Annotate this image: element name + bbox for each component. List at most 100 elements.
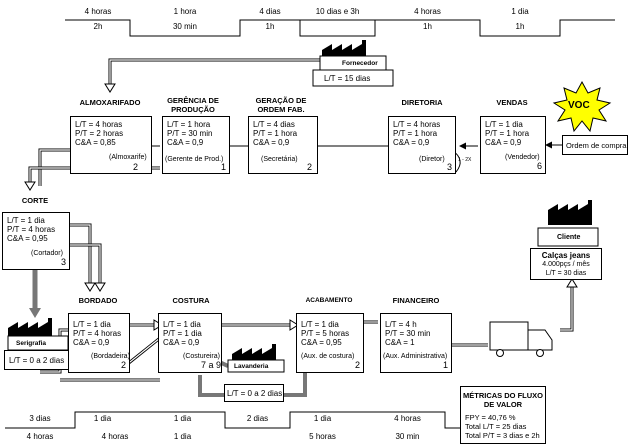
top-timeline-upper-4: 10 dias e 3h (315, 7, 360, 16)
top-timeline-upper-6: 1 dia (511, 7, 529, 16)
almoxarifado-ca: C&A = 0,85 (75, 138, 116, 147)
gerencia-pt: P/T = 30 min (167, 129, 213, 138)
diretoria-ca: C&A = 0,9 (393, 138, 430, 147)
gerencia-operators: 1 (221, 162, 227, 172)
almoxarifado-box: L/T = 4 horas P/T = 2 horas C&A = 0,85 (… (70, 116, 152, 174)
gerencia-role: (Gerente de Prod.) (165, 156, 224, 163)
corte-title: CORTE (21, 196, 49, 205)
costura-lt: L/T = 1 dia (163, 320, 201, 329)
financeiro-operators: 1 (443, 360, 449, 370)
vendas-ca: C&A = 0,9 (485, 138, 522, 147)
vendas-title: VENDAS (496, 98, 528, 107)
vendas-role: (Vendedor) (505, 154, 540, 161)
ordem-de-compra-box: Ordem de compra (562, 135, 628, 155)
acabamento-ca: C&A = 0,95 (301, 338, 342, 347)
metricas-box: MÉTRICAS DO FLUXO DE VALOR FPY = 40,76 %… (460, 386, 546, 444)
acabamento-role: (Aux. de costura) (301, 353, 355, 360)
vendas-pt: P/T = 1 hora (485, 129, 530, 138)
top-timeline-line (65, 19, 615, 37)
bottom-timeline-lower-1: 4 horas (26, 432, 54, 441)
geracao-title: GERAÇÃO DE ORDEM FAB. (255, 96, 307, 114)
corte-role: (Cortador) (31, 250, 63, 257)
truck-icon (489, 321, 553, 357)
gerencia-title: GERÊNCIA DE PRODUÇÃO (167, 96, 219, 114)
geracao-operators: 2 (307, 162, 313, 172)
ordem-de-compra-label: Ordem de compra (566, 141, 627, 150)
financeiro-pt: P/T = 30 min (385, 329, 431, 338)
diretoria-operators: 3 (447, 162, 453, 172)
metricas-total-pt: Total P/T = 3 dias e 2h (465, 431, 540, 440)
lavanderia-factory-icon (227, 344, 285, 373)
vendas-lt: L/T = 1 dia (485, 120, 523, 129)
voc-starburst (552, 80, 612, 133)
fornecedor-lead-time: L/T = 15 dias (324, 74, 371, 83)
kanban-label: 1 - 2X (458, 157, 472, 163)
bottom-timeline-upper-1: 3 dias (29, 414, 51, 423)
bordado-ca: C&A = 0,9 (73, 338, 110, 347)
top-timeline-lower-1: 2h (93, 22, 103, 31)
bottom-timeline-upper-5: 1 dia (313, 414, 332, 423)
bordado-role: (Bordadeira) (91, 353, 130, 360)
bordado-pt: P/T = 4 horas (73, 329, 122, 338)
corte-pt: P/T = 4 horas (7, 225, 56, 234)
bordado-title: BORDADO (78, 296, 118, 305)
lavanderia-lead-time: L/T = 0 a 2 dias (227, 389, 283, 398)
serigrafia-label: Serigrafia (16, 340, 46, 347)
vendas-operators: 6 (537, 161, 543, 171)
costura-pt: P/T = 1 dia (163, 329, 202, 338)
metricas-fpy: FPY = 40,76 % (465, 413, 516, 422)
almoxarifado-pt: P/T = 2 horas (75, 129, 124, 138)
financeiro-ca: C&A = 1 (385, 338, 415, 347)
acabamento-operators: 2 (355, 360, 361, 370)
metricas-total-lt: Total L/T = 25 dias (465, 422, 527, 431)
voc-label: VOC (568, 100, 590, 111)
fornecedor-factory-icon (312, 40, 394, 87)
financeiro-title: FINANCEIRO (392, 296, 440, 305)
costura-operators: 7 a 9 (201, 360, 222, 370)
costura-role: (Costureira) (183, 353, 220, 360)
financeiro-role: (Aux. Administrativa) (383, 353, 448, 360)
top-timeline-lower-6: 1h (515, 22, 525, 31)
cliente-factory-icon (537, 200, 599, 247)
diretoria-lt: L/T = 4 horas (393, 120, 441, 129)
almoxarifado-lt: L/T = 4 horas (75, 120, 123, 129)
bordado-box: L/T = 1 dia P/T = 4 horas C&A = 0,9 (Bor… (68, 313, 130, 373)
acabamento-pt: P/T = 5 horas (301, 329, 350, 338)
gerencia-lt: L/T = 1 hora (167, 120, 211, 129)
costura-box: L/T = 1 dia P/T = 1 dia C&A = 0,9 (Costu… (158, 313, 222, 373)
bottom-timeline-line (5, 411, 460, 429)
fornecedor-label: Fornecedor (342, 60, 378, 67)
top-timeline-lower-3: 1h (265, 22, 275, 31)
geracao-role: (Secretária) (261, 156, 298, 163)
corte-box: L/T = 1 dia P/T = 4 horas C&A = 0,95 (Co… (2, 212, 70, 270)
vendas-box: L/T = 1 dia P/T = 1 hora C&A = 0,9 (Vend… (480, 116, 546, 174)
almoxarifado-title: ALMOXARIFADO (79, 98, 141, 107)
top-timeline-lower-5: 1h (423, 22, 432, 31)
bottom-timeline-upper-3: 1 dia (173, 414, 192, 423)
cliente-lead-time: L/T = 30 dias (545, 270, 587, 277)
bottom-timeline-lower-2: 4 horas (101, 432, 129, 441)
geracao-box: L/T = 4 dias P/T = 1 hora C&A = 0,9 (Sec… (248, 116, 318, 174)
cliente-box: Calças jeans 4.000pçs / mês L/T = 30 dia… (530, 248, 602, 280)
gerencia-box: L/T = 1 hora P/T = 30 min C&A = 0,9 (Ger… (162, 116, 230, 174)
cliente-product: Calças jeans (541, 251, 591, 260)
top-timeline-upper-5: 4 horas (414, 7, 441, 16)
diretoria-pt: P/T = 1 hora (393, 129, 438, 138)
lavanderia-box: L/T = 0 a 2 dias (224, 384, 284, 402)
bordado-operators: 2 (121, 360, 127, 370)
bottom-timeline-lower-6: 30 min (395, 432, 420, 441)
acabamento-box: L/T = 1 dia P/T = 5 horas C&A = 0,95 (Au… (296, 313, 364, 373)
corte-operators: 3 (61, 257, 67, 267)
diretoria-role: (Diretor) (419, 156, 445, 163)
diretoria-title: DIRETORIA (401, 98, 443, 107)
costura-title: COSTURA (172, 296, 210, 305)
lavanderia-label: Lavanderia (234, 363, 269, 370)
acabamento-lt: L/T = 1 dia (301, 320, 339, 329)
top-timeline-upper-1: 4 horas (84, 7, 112, 16)
costura-ca: C&A = 0,9 (163, 338, 200, 347)
serigrafia-lead-time: L/T = 0 a 2 dias (9, 356, 65, 365)
diretoria-box: L/T = 4 horas P/T = 1 hora C&A = 0,9 (Di… (388, 116, 456, 174)
serigrafia-box: L/T = 0 a 2 dias (4, 350, 72, 370)
acabamento-title: ACABAMENTO (305, 297, 353, 304)
